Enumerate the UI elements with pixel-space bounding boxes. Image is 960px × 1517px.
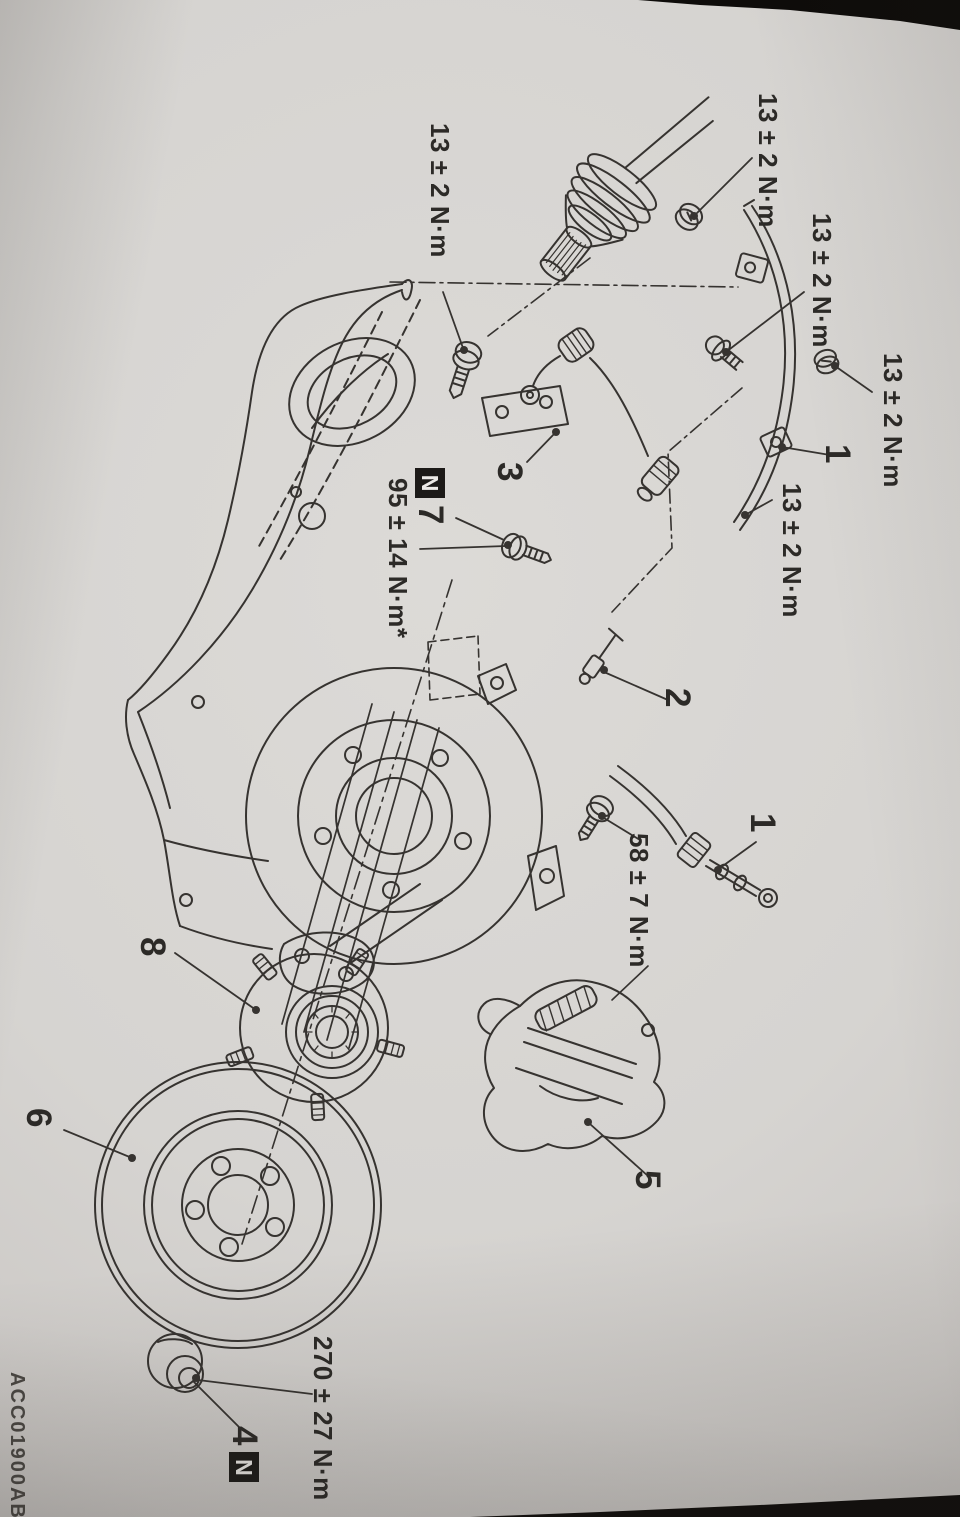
clamp-bolt-drawing [704, 335, 744, 371]
hub-assembly-drawing [225, 948, 405, 1122]
caliper-drawing [477, 979, 666, 1152]
brake-rotor-drawing [94, 1061, 382, 1349]
parking-brake-cable-upper-drawing [733, 199, 797, 531]
knuckle-boss-drawing [278, 883, 443, 995]
torque-label-cable-clamp-top: 13 ± 2 N·m [753, 93, 783, 228]
callout-1-cable-lower: 1 [743, 813, 782, 833]
leader-lines [63, 157, 873, 1429]
backing-plate-drawing [245, 663, 565, 965]
callout-8-hub-assembly: 8 [133, 937, 172, 957]
callout-6-brake-rotor: 6 [19, 1108, 58, 1128]
lug-nut-drawing [147, 1333, 204, 1393]
torque-label-caliper-banjo-bolt: 58 ± 7 N·m [624, 833, 654, 968]
trailing-arm-drawing [125, 279, 421, 950]
torque-label-knuckle-bracket-bolt: 13 ± 2 N·m [425, 123, 455, 258]
callout-3-sensor-harness: 3 [490, 462, 529, 482]
figure-code: ACC01900AB [6, 1372, 28, 1517]
knuckle-mount-bolt-drawing [501, 532, 552, 564]
flange-nut-right-drawing [813, 348, 840, 375]
cv-axle-drawing [539, 96, 714, 282]
callout-2-wheel-speed-sensor: 2 [658, 688, 697, 708]
photo-background-bottom [470, 1495, 960, 1517]
torque-label-cable-clamp-right: 13 ± 2 N·m [878, 353, 908, 488]
new-part-marker-icon: N [415, 468, 445, 498]
photo-background-top-right [638, 0, 960, 30]
torque-label-hub-center-nut: 270 ± 27 N·m [308, 1336, 338, 1501]
callout-7-with-new-part-marker: N 7 [410, 468, 450, 524]
callout-5-brake-caliper: 5 [628, 1170, 667, 1190]
callout-4-hub-nut: 4 [225, 1426, 264, 1446]
torque-label-knuckle-mount-bolt: 95 ± 14 N·m* [383, 478, 413, 639]
callout-7-mount-bolt: 7 [411, 505, 450, 525]
caliper-bolt-drawing [577, 795, 614, 841]
torque-label-cable-clamp-lower: 13 ± 2 N·m [777, 483, 807, 618]
bracket-bolt-drawing [448, 341, 483, 400]
flange-nut-top-drawing [674, 202, 704, 231]
callout-1-cable-upper: 1 [818, 444, 857, 464]
callout-4-with-new-part-marker: 4 N [224, 1426, 264, 1483]
new-part-marker-icon: N [229, 1452, 259, 1483]
wheel-speed-sensor-drawing [578, 627, 624, 685]
torque-label-cable-clamp-mid: 13 ± 2 N·m [807, 213, 837, 348]
alignment-lines [241, 257, 743, 1245]
